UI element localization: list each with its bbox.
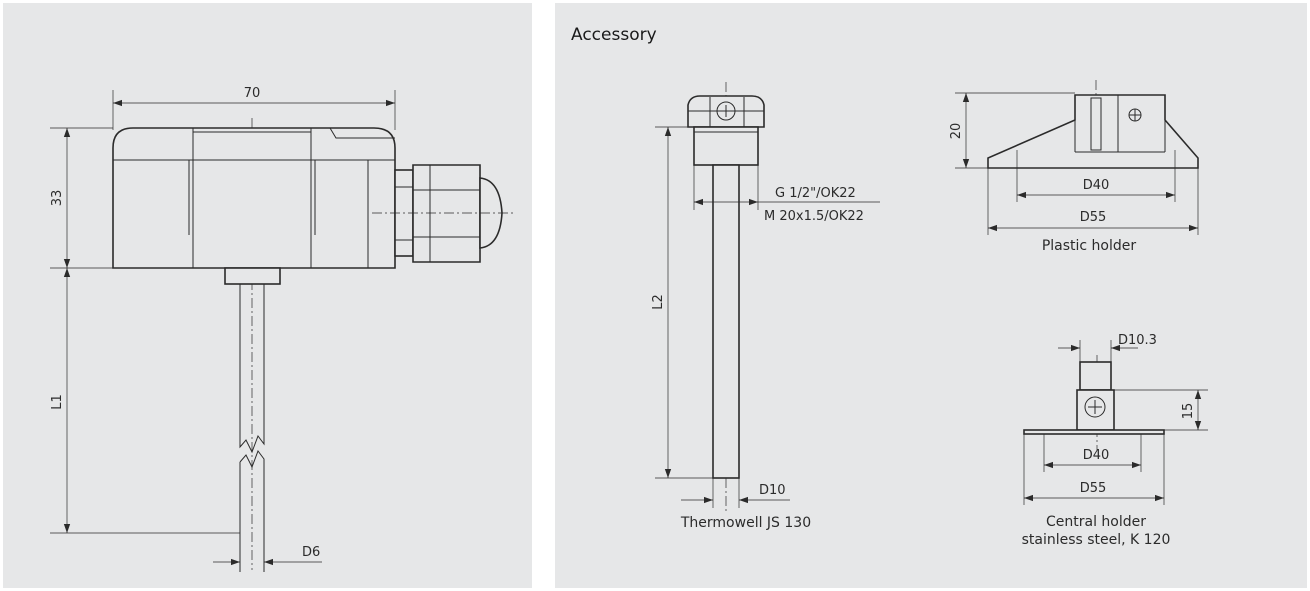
height-label: 33 [50,190,65,207]
length-dimension [50,268,240,534]
plastic-holder-caption: Plastic holder [1042,238,1137,254]
thermowell [687,82,765,512]
sensor-housing [112,127,396,269]
length-label: L1 [50,394,65,410]
plastic-holder [987,80,1199,169]
plastic-holder-dimensions [955,92,1199,235]
central-holder [1023,355,1165,450]
central-holder-height-label: 15 [1181,403,1196,420]
diameter-label: D6 [302,545,320,560]
probe [224,267,281,572]
thread-label-1: G 1/2"/OK22 [775,186,856,201]
thermowell-length-label: L2 [651,294,666,310]
central-holder-outer-diameter-label: D55 [1080,481,1107,496]
width-dimension [112,90,396,130]
cable-gland [372,164,515,263]
thread-label-2: M 20x1.5/OK22 [764,209,864,224]
central-holder-dimensions [1023,340,1208,505]
plastic-holder-inner-diameter-label: D40 [1083,178,1110,193]
sensor-drawing: 70 33 L1 D6 [50,86,515,572]
plastic-holder-outer-diameter-label: D55 [1080,210,1107,225]
accessory-drawing: G 1/2"/OK22 M 20x1.5/OK22 L2 D10 Thermow… [651,80,1208,548]
plastic-holder-height-label: 20 [949,123,964,140]
central-holder-inner-diameter-label: D40 [1083,448,1110,463]
height-dimension [50,127,113,269]
central-holder-caption-line-2: stainless steel, K 120 [1022,532,1171,548]
width-label: 70 [244,86,261,101]
central-holder-bore-label: D10.3 [1118,333,1157,348]
sensor-drawing-panel: 70 33 L1 D6 [3,3,532,588]
central-holder-caption-line-1: Central holder [1046,514,1146,530]
accessory-heading: Accessory [571,25,657,45]
thermowell-caption: Thermowell JS 130 [680,515,811,531]
thermowell-dimensions [655,126,880,508]
thermowell-diameter-label: D10 [759,483,786,498]
accessory-panel: G 1/2"/OK22 M 20x1.5/OK22 L2 D10 Thermow… [555,3,1307,588]
